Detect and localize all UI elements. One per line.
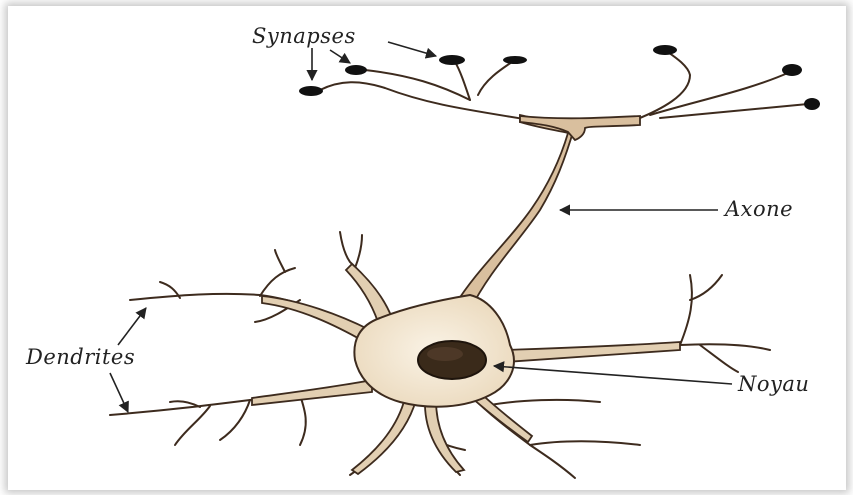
dendrite-lower-left-branch (220, 400, 250, 440)
dendrite-lower-left-branch (175, 406, 210, 445)
axone-label: Axone (725, 197, 793, 221)
dendrite-lower-left-branch (300, 395, 306, 445)
axon-terminal-branches (320, 50, 808, 120)
synapse-terminal (804, 98, 820, 110)
dendrite-upper-left-branch (260, 268, 295, 296)
dendrite-bottom-branch (530, 441, 640, 445)
dendrite-top-branch (355, 235, 362, 268)
synapses-arrow (388, 42, 436, 56)
dendrite-bottom-branch (530, 445, 575, 478)
synapse-terminal (299, 86, 323, 96)
dendrites-label: Dendrites (26, 345, 135, 369)
synapse-terminal (653, 45, 677, 55)
trunk-lower-left (252, 380, 372, 405)
trunk-bottom-2 (425, 400, 464, 472)
dendrite-upper-left-branch (275, 250, 285, 272)
noyau-label: Noyau (738, 372, 809, 396)
nucleus-highlight (427, 347, 463, 361)
synapses-arrow (330, 50, 350, 63)
branch-right-1 (635, 50, 690, 120)
dendrites-arrow (110, 373, 128, 412)
noyau-arrow (494, 366, 732, 384)
dendrite-right-branch (680, 275, 692, 345)
axon-terminal-trunk (520, 116, 640, 140)
trunk-top (346, 264, 392, 322)
synapse-terminal (345, 65, 367, 75)
dendrites-arrow (118, 308, 146, 345)
branch-left-1 (320, 82, 530, 120)
dendrite-right-branch (700, 345, 738, 372)
branch-left-2 (365, 70, 470, 100)
trunk-bottom-1 (352, 398, 416, 474)
trunk-right (505, 342, 680, 362)
dendrite-bottom-branch (490, 400, 600, 405)
synapse-terminal (782, 64, 802, 76)
branch-left-4 (478, 62, 512, 95)
synapse-terminal (503, 56, 527, 64)
axon-shaft (455, 115, 575, 310)
dendrite-right-branch (690, 275, 722, 300)
synapses-label: Synapses (252, 24, 356, 48)
trunk-upper-left (262, 296, 370, 342)
synapse-terminals (299, 45, 820, 110)
synapse-terminal (439, 55, 465, 65)
